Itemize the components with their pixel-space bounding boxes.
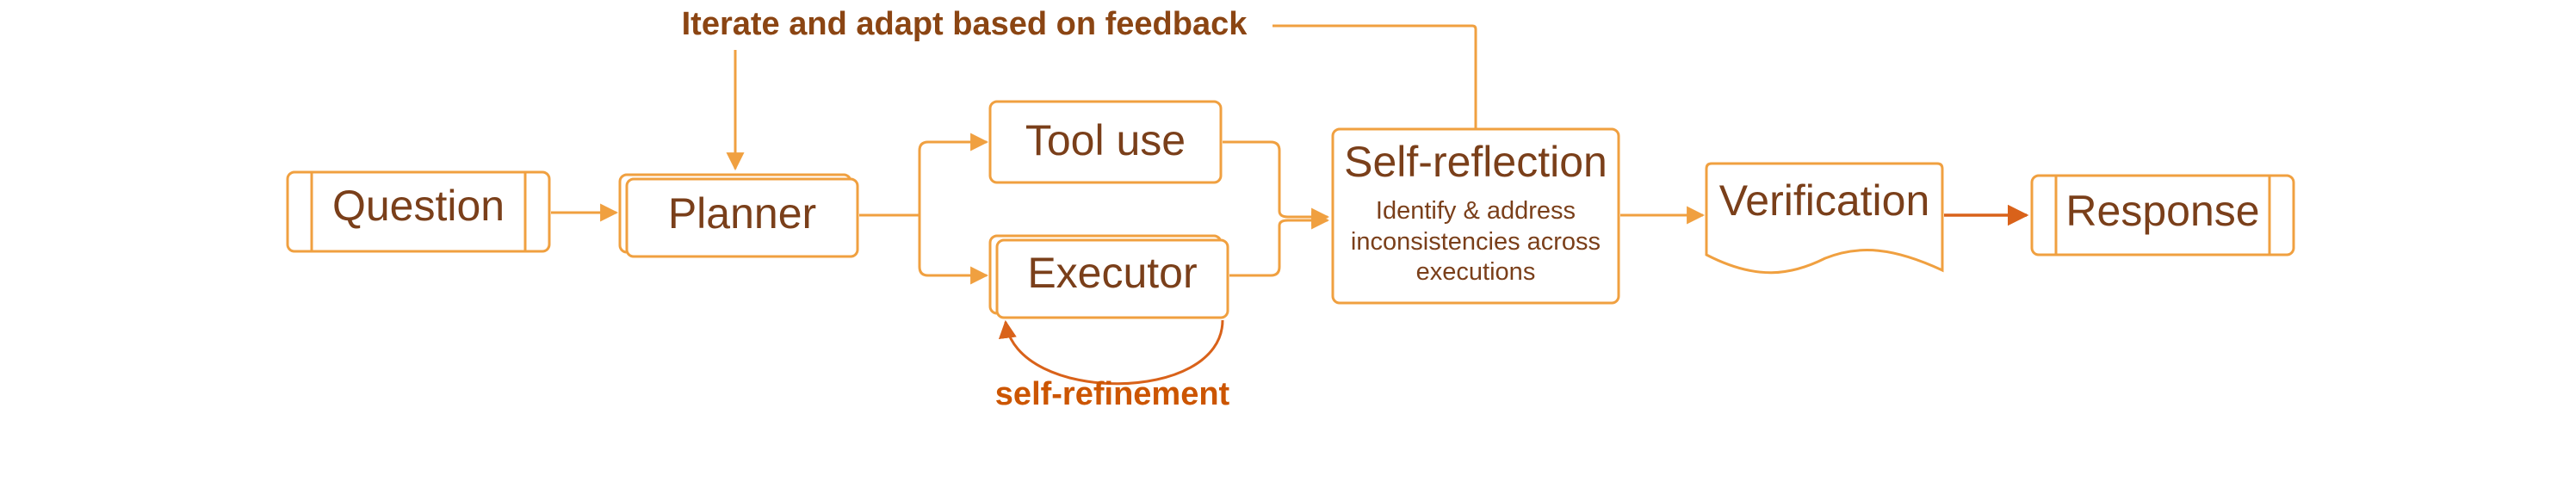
feedback-label: Iterate and adapt based on feedback <box>682 6 1248 42</box>
tool-to-reflection-arrow <box>1223 140 1330 226</box>
feedback-loop-line <box>1273 24 1477 129</box>
executor-to-reflection-arrow <box>1229 211 1330 277</box>
self-refinement-label: self-refinement <box>995 376 1230 412</box>
response-label: Response <box>2065 187 2259 235</box>
self-reflection-node: Self-reflection Identify & address incon… <box>1331 127 1620 305</box>
self-reflection-desc-line-3: executions <box>1416 258 1536 286</box>
question-label: Question <box>332 182 505 230</box>
self-reflection-desc-line-2: inconsistencies across <box>1351 228 1601 256</box>
tool-use-node: Tool use <box>988 100 1223 184</box>
verification-label: Verification <box>1719 176 1930 225</box>
response-node: Response <box>2030 174 2295 256</box>
executor-node: Executor <box>988 234 1229 319</box>
self-reflection-label: Self-reflection <box>1344 138 1607 186</box>
planner-to-executor-arrow <box>918 215 989 285</box>
executor-label: Executor <box>1027 249 1197 297</box>
self-reflection-desc-line-1: Identify & address <box>1376 197 1576 225</box>
tool-use-label: Tool use <box>1025 116 1186 164</box>
question-node: Question <box>286 170 551 253</box>
planner-label: Planner <box>668 189 816 238</box>
self-refinement-loop <box>998 319 1224 386</box>
planner-to-tool-arrow <box>859 133 989 217</box>
verification-node: Verification <box>1705 162 1944 275</box>
planner-node: Planner <box>618 173 859 258</box>
